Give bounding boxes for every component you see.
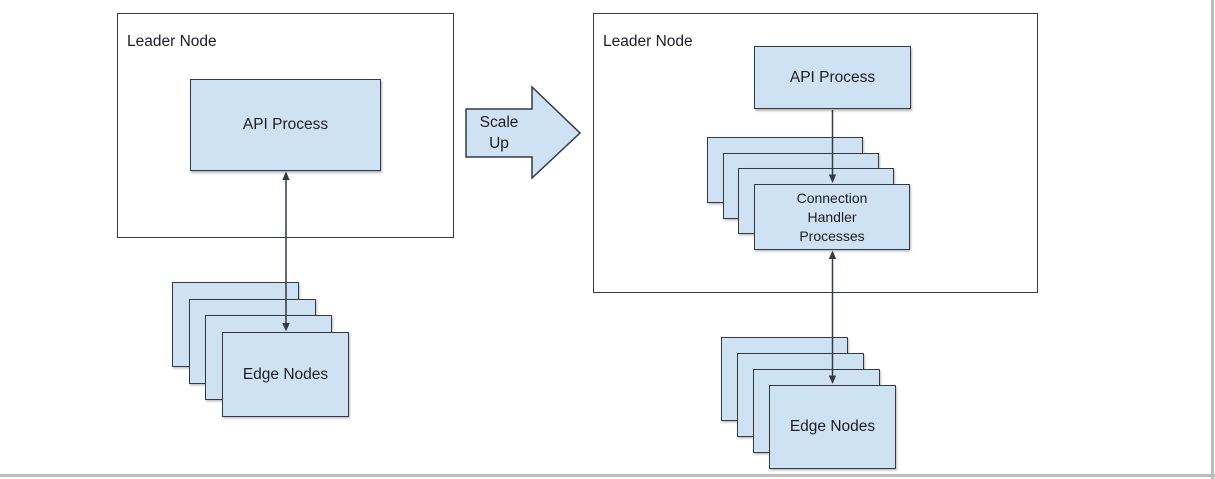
edge-nodes-label-before: Edge Nodes [242, 365, 329, 383]
connection-handler-stack: Connection Handler Processes [707, 137, 910, 250]
edge-nodes-box-before: Edge Nodes [222, 332, 349, 417]
api-process-box-before: API Process [190, 79, 381, 171]
connection-handler-label: Connection Handler Processes [796, 189, 868, 244]
scale-up-label: Scale Up [479, 114, 519, 152]
page-edge-right [1211, 0, 1214, 479]
edge-nodes-box-after: Edge Nodes [769, 385, 896, 469]
api-process-label-before: API Process [242, 116, 329, 133]
api-process-box-after: API Process [754, 46, 911, 109]
leader-node-label-after: Leader Node [603, 33, 693, 50]
edge-nodes-stack-before: Edge Nodes [172, 282, 349, 417]
api-process-label-after: API Process [789, 68, 876, 86]
scale-up-label-wrap: Scale Up [466, 109, 532, 157]
edge-nodes-label-after: Edge Nodes [789, 418, 876, 435]
page-edge-bottom [0, 474, 1215, 477]
edge-nodes-stack-after: Edge Nodes [721, 337, 897, 469]
leader-node-label-before: Leader Node [127, 33, 217, 50]
connection-handler-box: Connection Handler Processes [754, 184, 910, 250]
